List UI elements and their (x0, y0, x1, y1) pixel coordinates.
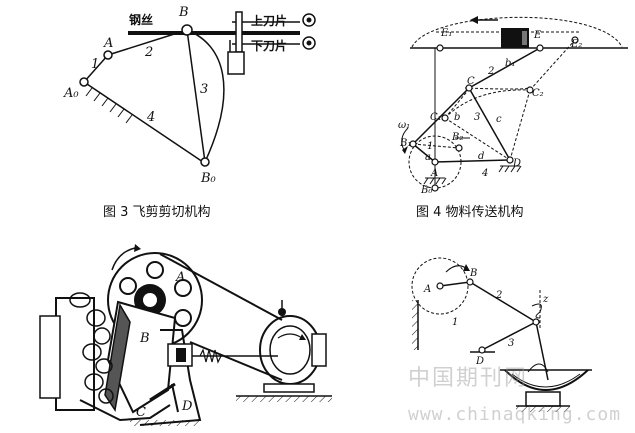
fig4-label-B0: B₀ (420, 185, 432, 196)
fig4-link-2 (412, 87, 470, 145)
fig4-label-a: a (425, 152, 431, 163)
fig3-arc (186, 29, 225, 163)
fig5-label-B: B (139, 331, 150, 346)
fig3-link-3 (186, 29, 206, 163)
fig4-label-1: 1 (427, 141, 433, 152)
fig5-motor-base (263, 383, 315, 393)
fig6-link-AB (439, 281, 471, 287)
fig6-label-3: 3 (508, 338, 514, 349)
fig6-stirrer (535, 321, 549, 381)
fig6-label-1: 1 (452, 317, 458, 328)
fig4-label-b1: b₁ (505, 58, 515, 69)
fig3-joint-A (103, 50, 113, 60)
fig3-label-lower-blade: 下刀片 (251, 38, 287, 53)
fig4-label-d: d (478, 151, 484, 162)
fig4-label-4: 4 (481, 168, 488, 179)
fig3-label-upper-blade: 上刀片 (251, 13, 287, 28)
fig4-label-B1: B₁ (399, 138, 411, 149)
fig4-rod-to-E (468, 47, 541, 89)
fig4-ground-hatch (423, 137, 522, 185)
fig3-label-A0: A₀ (63, 86, 79, 101)
fig4-label-E1: E₁ (440, 28, 452, 39)
fig3-label-B: B (178, 5, 189, 20)
fig4-label-D: D (512, 158, 521, 169)
fig3-label-3: 3 (200, 82, 208, 97)
fig3-link-4 (83, 81, 204, 163)
fig4-label-omega: ω₁ (398, 120, 410, 131)
fig4-label-C1: C₁ (430, 112, 442, 123)
fig3-joint-B (181, 24, 193, 36)
fig6-crank-circle (411, 257, 469, 315)
fig3-roller-upper (302, 13, 316, 27)
fig4-omega-arrow (401, 127, 409, 151)
fig3-label-B0: B₀ (200, 171, 217, 186)
fig4-label-A: A (430, 168, 438, 179)
fig4-label-C2: C₂ (532, 88, 544, 99)
fig4-link-4 (434, 159, 511, 163)
fig3-ground-hatch (85, 87, 133, 124)
fig3-label-wire: 钢丝 (129, 12, 153, 27)
fig4-caption: 图 4 物料传送机构 (416, 205, 524, 220)
fig3-joint-A0 (79, 77, 89, 87)
fig3-label-2: 2 (144, 45, 153, 60)
fig5-rocks (69, 292, 114, 404)
fig6-label-2: 2 (495, 290, 502, 301)
fig4-label-3: 3 (474, 112, 480, 123)
fig6-bowl (504, 369, 589, 391)
fig4-label-B2: B₂ (451, 132, 463, 143)
fig3-label-4: 4 (146, 110, 155, 125)
fig5-label-A: A (175, 270, 185, 285)
fig4-label-b: b (454, 112, 460, 123)
fig4-label-c: c (496, 114, 502, 125)
fig4-link-1 (412, 143, 436, 163)
fig5-belt-lower (189, 341, 283, 381)
fig3-label-A: A (103, 36, 113, 51)
fig3-blade-holder (235, 11, 243, 53)
fig4-link-3 (468, 87, 511, 161)
fig5-jaw-crusher: A B C D (39, 244, 332, 426)
fig3-joint-B0 (200, 157, 210, 167)
fig4-material-transfer: E₁ E E₂ 2 b₁ C C₂ C₁ b 3 c B₂ ω₁ B₁ 1 a … (398, 16, 628, 196)
fig4-label-E2: E₂ (570, 39, 582, 50)
fig5-spring (199, 348, 222, 364)
fig6-link-3 (481, 321, 537, 351)
fig4-label-E: E (533, 30, 542, 41)
fig6-label-A: A (423, 284, 431, 295)
fig3-link-2 (107, 29, 188, 56)
fig5-label-C: C (136, 405, 146, 420)
watermark-url: www.chinaqking.com (408, 404, 622, 425)
fig4-label-2: 2 (487, 66, 494, 77)
fig6-label-D: D (475, 356, 484, 367)
fig5-label-D: D (181, 399, 193, 414)
fig3-flying-shear: 钢丝 上刀片 下刀片 B A A₀ B₀ 1 2 3 4 (63, 5, 316, 186)
fig3-label-1: 1 (91, 57, 99, 72)
fig3-slider (227, 51, 245, 75)
fig6-link-2 (469, 281, 537, 323)
fig3-caption: 图 3 飞剪剪切机构 (103, 205, 211, 220)
fig3-link-1 (83, 54, 109, 83)
fig3-roller-lower (302, 36, 316, 50)
fig5-belt-upper (159, 253, 283, 321)
fig4-label-C: C (467, 76, 475, 87)
fig6-stirring-mechanism: A B 2 z 1 3 D (411, 257, 592, 412)
fig6-label-B: B (469, 268, 477, 279)
fig6-label-z: z (542, 294, 549, 305)
fig4-path-ellipse (411, 16, 623, 48)
watermark-cn: 中国期刊网 (408, 366, 529, 391)
